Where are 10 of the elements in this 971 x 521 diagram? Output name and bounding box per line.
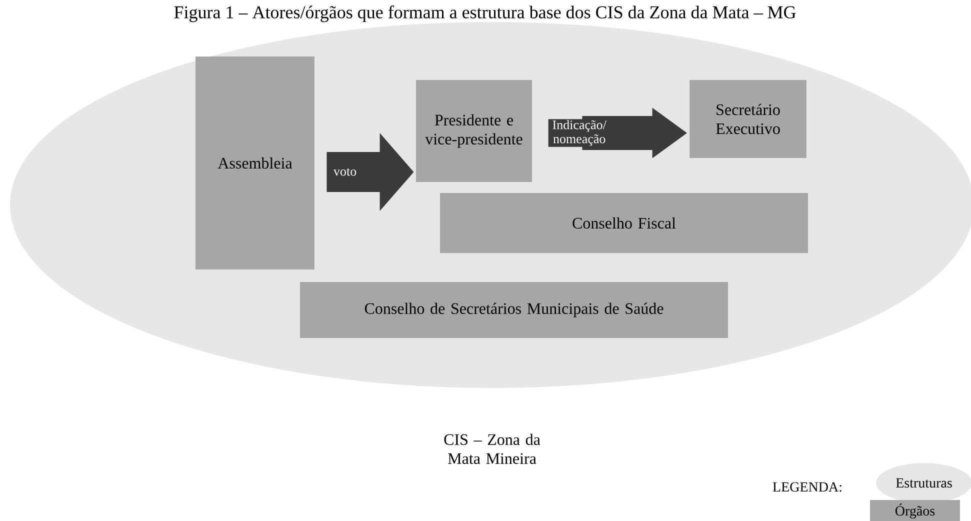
organ-box: Conselho Fiscal <box>440 193 808 253</box>
organ-box: Assembleia <box>196 56 314 270</box>
organ-box: Presidente e vice-presidente <box>416 80 532 182</box>
organ-box: Conselho de Secretários Municipais de Saúde <box>300 282 728 338</box>
legend-heading: LEGENDA: <box>772 482 842 492</box>
edge-label: Indicação/ nomeação <box>548 119 610 147</box>
legend-box: Órgãos <box>870 500 960 521</box>
figure-title: Figura 1 – Atores/órgãos que formam a estrutura base dos CIS da Zona da Mata – MG <box>174 6 796 22</box>
node-label: CIS – Zona da Mata Mineira <box>444 434 540 464</box>
organ-box: Secretário Executivo <box>690 80 806 158</box>
